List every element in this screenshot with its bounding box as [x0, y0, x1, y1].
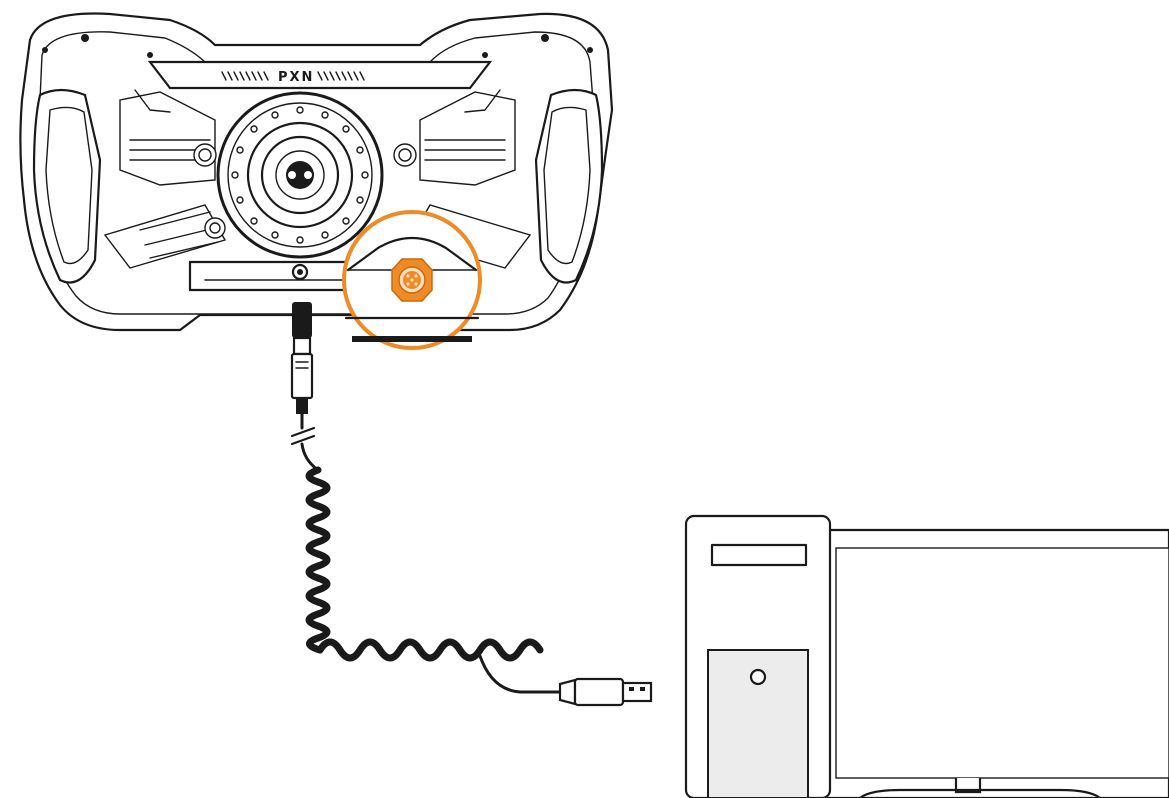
center-hub [216, 91, 384, 259]
power-button-icon [749, 668, 767, 686]
screw-top-right [541, 34, 549, 42]
hub-bolt-ring [231, 106, 369, 244]
monitor-screen [835, 547, 1169, 779]
brand-logo: PXN [278, 70, 314, 85]
left-paddle-assembly [103, 89, 227, 269]
usb-port-icon [391, 258, 433, 302]
coiled-cable [305, 466, 544, 662]
screw-top-left [81, 34, 89, 42]
logo-hatch-left [221, 71, 269, 81]
connector-highlight-magnifier [342, 210, 482, 350]
right-grip [534, 88, 604, 284]
usb-a-connector-icon [558, 677, 653, 707]
steering-wheel: PXN [19, 12, 614, 332]
cable-break-mark [290, 426, 316, 446]
drive-bay [710, 543, 808, 567]
wheel-cable-plug [290, 302, 314, 414]
screw-top-right-2 [587, 47, 593, 53]
cable [290, 302, 653, 707]
logo-hatch-right [317, 71, 365, 81]
screw-top-left-2 [42, 47, 48, 53]
desktop-computer-icon [684, 514, 1169, 798]
left-grip [32, 88, 102, 284]
monitor-stand [954, 778, 982, 794]
